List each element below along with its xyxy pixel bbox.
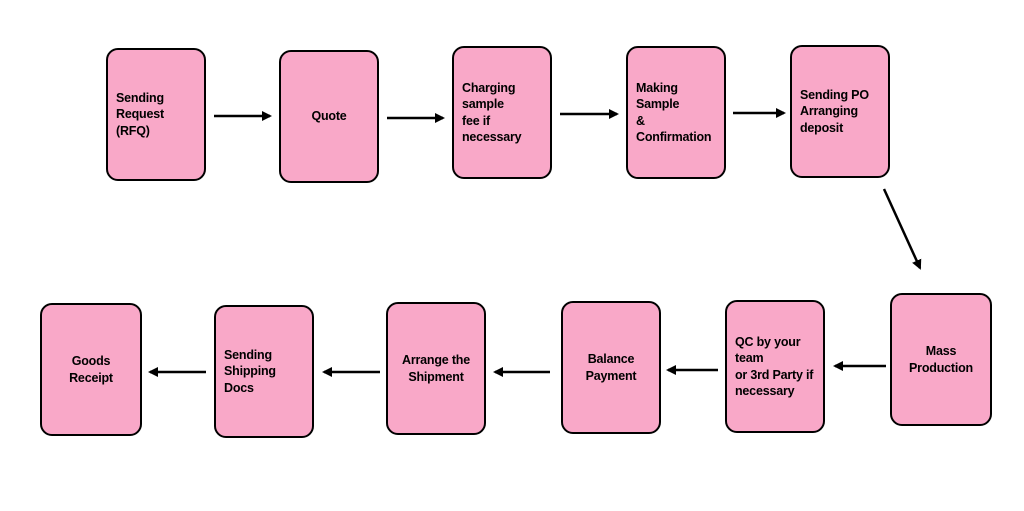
step-label: Sending PO Arranging deposit — [800, 88, 869, 135]
step-quote: Quote — [279, 50, 379, 183]
step-label: Sending Request (RFQ) — [116, 91, 164, 138]
step-label: Balance Payment — [585, 352, 637, 383]
step-shipping-docs: Sending Shipping Docs — [214, 305, 314, 438]
step-label: Arrange the Shipment — [402, 353, 470, 384]
step-mass-production: Mass Production — [890, 293, 992, 426]
step-label: Goods Receipt — [69, 354, 113, 385]
step-goods-receipt: Goods Receipt — [40, 303, 142, 436]
step-label: Charging sample fee if necessary — [462, 81, 522, 144]
step-qc: QC by your team or 3rd Party if necessar… — [725, 300, 825, 433]
step-arrange-shipment: Arrange the Shipment — [386, 302, 486, 435]
step-balance-payment: Balance Payment — [561, 301, 661, 434]
step-sending-request: Sending Request (RFQ) — [106, 48, 206, 181]
step-sending-po: Sending PO Arranging deposit — [790, 45, 890, 178]
step-label: QC by your team or 3rd Party if necessar… — [735, 335, 814, 398]
step-making-sample: Making Sample & Confirmation — [626, 46, 726, 179]
step-label: Making Sample & Confirmation — [636, 81, 712, 144]
step-charging-sample-fee: Charging sample fee if necessary — [452, 46, 552, 179]
step-label: Sending Shipping Docs — [224, 348, 276, 395]
step-label: Quote — [311, 109, 347, 124]
arrow-po-to-mass-production — [882, 188, 922, 270]
step-label: Mass Production — [909, 344, 973, 375]
